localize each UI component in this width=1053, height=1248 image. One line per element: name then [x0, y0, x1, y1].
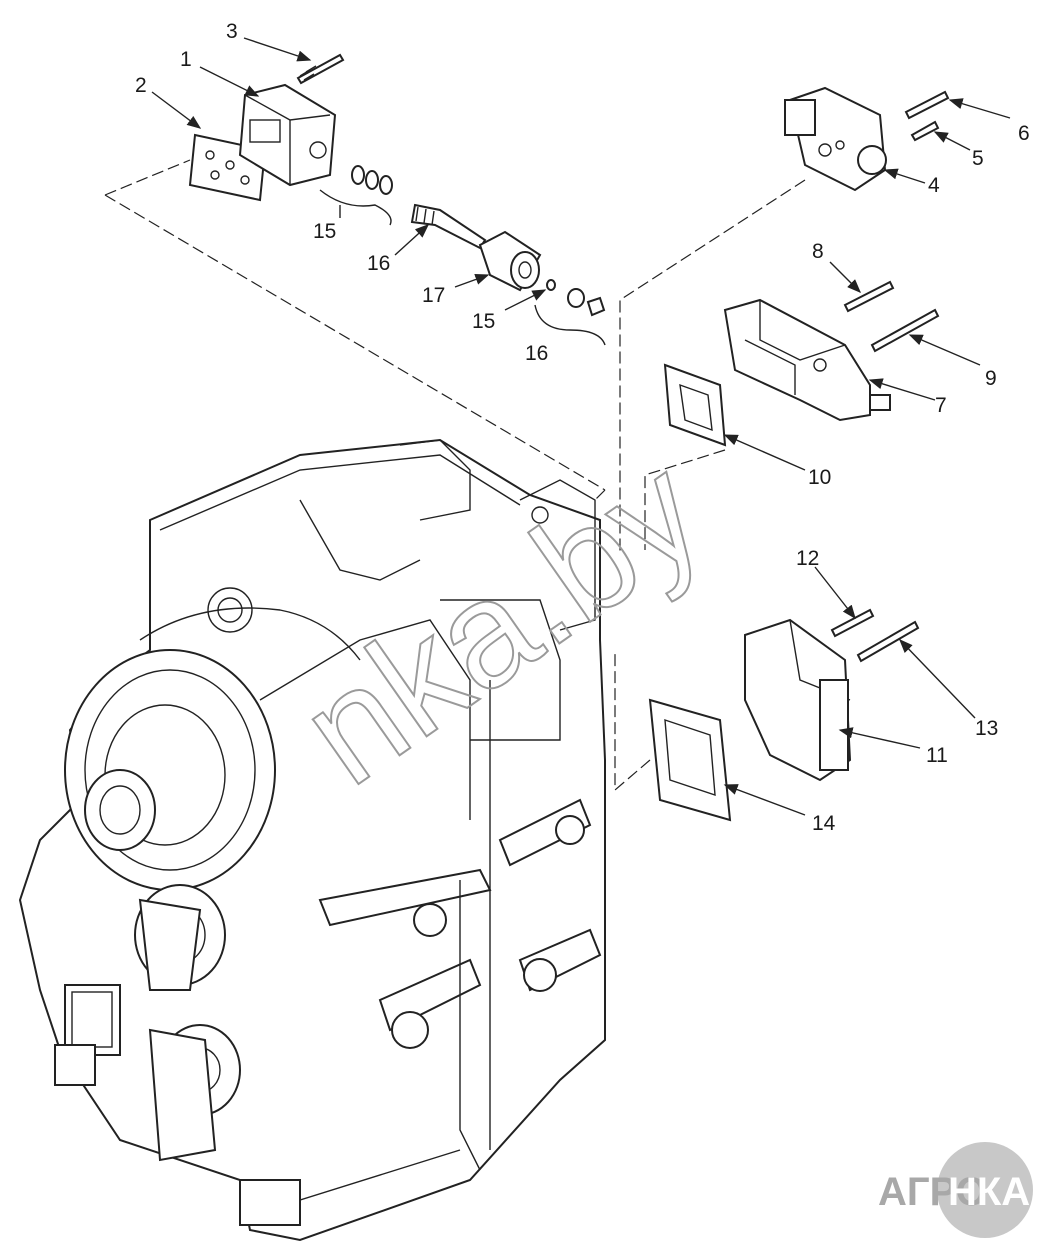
solenoid-coil-part-17: [478, 230, 542, 292]
valve-block-part-4: [784, 86, 887, 192]
valve-block-part-1: [238, 83, 337, 187]
bolt-part-12: [830, 608, 875, 638]
callout-9: 9: [985, 367, 997, 390]
callout-labels: 3 1 2 15 16 17 15 16 6 5 4 8 9 7 10 12 1…: [135, 20, 1030, 835]
valve-body-part-7: [723, 298, 891, 422]
callout-5: 5: [972, 147, 984, 170]
seal-nut-part-15-16: [546, 279, 606, 317]
agronka-logo: АГРО НКА: [878, 1142, 1033, 1238]
callout-16b: 16: [525, 342, 548, 365]
callout-2: 2: [135, 74, 147, 97]
callout-16a: 16: [367, 252, 390, 275]
bolt-part-3: [296, 53, 345, 85]
assembly-dashed-lines: [104, 159, 806, 792]
callout-17: 17: [422, 284, 445, 307]
bolt-part-8: [843, 280, 895, 313]
callout-11: 11: [926, 744, 948, 767]
transmission-housing: [18, 438, 606, 1242]
callout-8: 8: [812, 240, 824, 263]
callout-10: 10: [808, 466, 831, 489]
callout-15b: 15: [472, 310, 495, 333]
bolt-part-13: [856, 620, 920, 663]
o-rings-part-15: [351, 165, 393, 195]
callout-15a: 15: [313, 220, 336, 243]
logo-text-right: НКА: [948, 1170, 1030, 1214]
callout-7: 7: [935, 394, 947, 417]
bolt-part-9: [870, 308, 940, 353]
callout-14: 14: [812, 812, 836, 835]
leader-lines: [151, 37, 1011, 816]
bolt-part-6: [904, 90, 950, 120]
callout-13: 13: [975, 717, 998, 740]
logo-text-left: АГРО: [878, 1170, 987, 1214]
callout-4: 4: [928, 174, 940, 197]
callout-6: 6: [1018, 122, 1030, 145]
cover-part-11: [744, 618, 852, 782]
gasket-part-14: [648, 698, 732, 822]
gasket-part-10: [663, 363, 727, 447]
valve-spool-part-16: [410, 203, 487, 250]
callout-1: 1: [180, 48, 192, 71]
callout-3: 3: [226, 20, 238, 43]
callout-12: 12: [796, 547, 819, 570]
bolt-part-5: [910, 120, 940, 142]
